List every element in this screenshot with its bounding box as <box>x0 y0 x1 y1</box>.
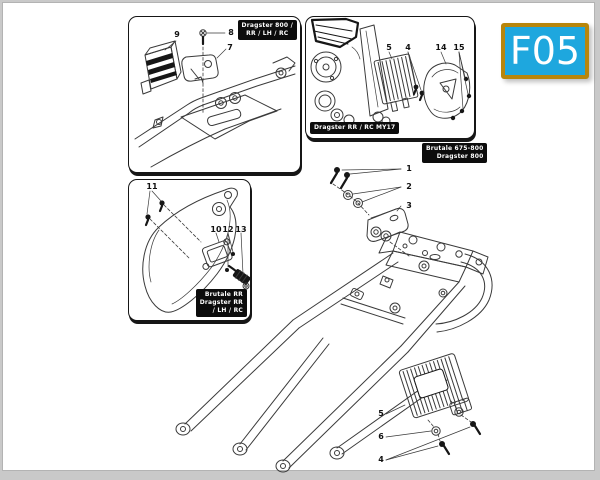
engine-drawing <box>310 17 391 126</box>
callout-8[interactable]: 8 <box>228 28 234 37</box>
screws-4-drawing <box>412 84 425 102</box>
variant-chip-dragster800: Dragster 800 / RR / LH / RC <box>237 20 297 41</box>
mount-screws-4 <box>437 414 482 456</box>
variant-chip-brutale-675-800: Brutale 675-800 Dragster 800 <box>422 143 488 164</box>
washers-2 <box>332 183 402 216</box>
callout-15[interactable]: 15 <box>453 43 465 52</box>
sensor-10 <box>201 238 233 270</box>
callout-12[interactable]: 12 <box>222 225 234 234</box>
relay-9 <box>140 40 182 95</box>
callout-4[interactable]: 4 <box>405 43 411 52</box>
callout-3[interactable]: 3 <box>406 201 412 210</box>
callout-11[interactable]: 11 <box>146 182 158 191</box>
trellis-frame <box>175 231 493 473</box>
inset-dragster-rr-my17: Dragster RR / RC MY17 5 4 14 15 <box>305 16 475 139</box>
bracket-7 <box>181 48 227 84</box>
screws-11 <box>144 190 202 259</box>
figure-code-badge: F05 <box>501 23 589 79</box>
cover-14-drawing <box>423 62 471 119</box>
callout-7[interactable]: 7 <box>227 43 233 52</box>
catalog-page: 1 2 3 5 6 4 <box>2 2 595 473</box>
callout-9[interactable]: 9 <box>174 30 180 39</box>
variant-chip-brutale-rr: Brutale RR Dragster RR / LH / RC <box>195 288 247 317</box>
callout-14[interactable]: 14 <box>435 43 447 52</box>
callout-10[interactable]: 10 <box>210 225 222 234</box>
washers-6 <box>427 400 464 436</box>
main-frame-drawing <box>175 167 493 473</box>
sensor-bracket-3 <box>366 205 410 257</box>
rear-subframe-drawing <box>134 56 296 168</box>
inset-dragster800: Dragster 800 / RR / LH / RC 9 8 7 <box>128 16 301 173</box>
screw-8 <box>199 29 226 114</box>
callout-1[interactable]: 1 <box>406 164 412 173</box>
figure-code-label: F05 <box>509 29 581 73</box>
mount-screws-1 <box>329 167 402 190</box>
callout-5-main[interactable]: 5 <box>378 409 384 418</box>
variant-chip-dragster-rr-my17: Dragster RR / RC MY17 <box>310 121 400 134</box>
callout-4-main[interactable]: 4 <box>378 455 384 464</box>
callout-5[interactable]: 5 <box>386 43 392 52</box>
inset-brutale-rr: Brutale RR Dragster RR / LH / RC 11 10 1… <box>128 179 251 321</box>
callout-2[interactable]: 2 <box>406 182 412 191</box>
callout-6[interactable]: 6 <box>378 432 384 441</box>
voltage-regulator-5 <box>398 353 473 419</box>
rear-fender-panel <box>142 187 238 313</box>
callout-13[interactable]: 13 <box>235 225 247 234</box>
sensor-screws-12 <box>225 252 235 272</box>
bottom-leader-lines <box>385 404 471 461</box>
cable-13 <box>227 264 250 290</box>
